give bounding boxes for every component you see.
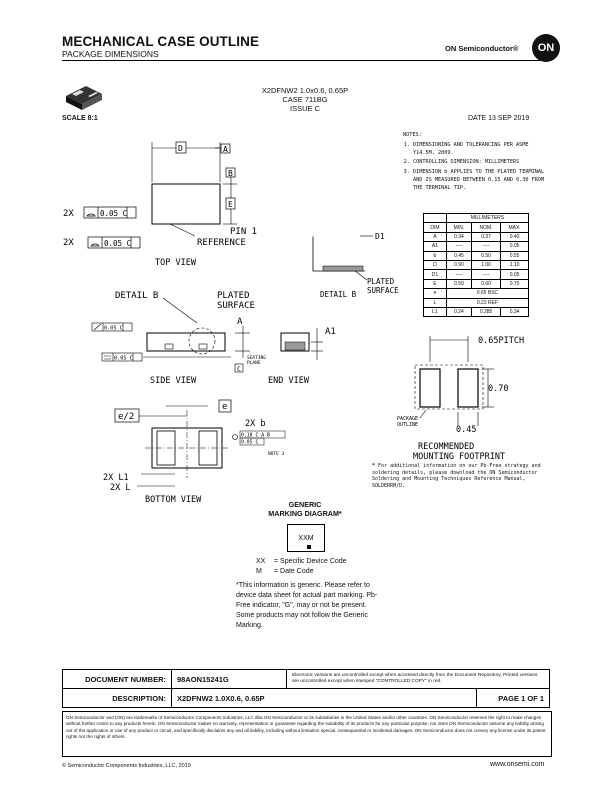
detail-b-callout: DETAIL B [115, 291, 158, 301]
label-a1: A1 [325, 327, 336, 337]
bottom-view-label: BOTTOM VIEW [145, 495, 202, 505]
marking-title: GENERIC MARKING DIAGRAM* [268, 500, 342, 518]
notes-heading: NOTES: [403, 132, 422, 138]
outline-label-1: PACKAGE [397, 416, 418, 422]
fcf-value-2: 0.05 C [104, 239, 131, 248]
legal-text: ON Semiconductor and (ON) are trademarks… [66, 715, 546, 739]
marking-legend: XX= Specific Device Code M= Date Code [256, 558, 347, 575]
package-issue: ISSUE C [289, 104, 320, 113]
bottom-view-drawing: e/2 e 2X b 0.10 C A B 0.05 C NOTE 3 2X L… [103, 399, 286, 505]
fcf-count-2: 2X [63, 238, 74, 248]
label-d: D [178, 144, 183, 153]
position-tolerance-2: 0.05 C [241, 440, 258, 446]
copyright: © Semiconductor Components Industries, L… [62, 763, 191, 769]
label-e: e [222, 402, 227, 412]
plated-side-1: PLATED [217, 291, 250, 301]
width-label: 0.45 [456, 425, 476, 435]
doc-number: 98AON15241G [171, 669, 287, 689]
note-item: DIMENSION b APPLIES TO THE PLATED TERMIN… [413, 169, 553, 192]
table-row: D1--------0.05 [423, 269, 529, 280]
pitch-label: 0.65PITCH [478, 336, 524, 346]
solder-footnote: * For additional information on our Pb-F… [372, 463, 541, 489]
flatness-value: 0.05 C [114, 356, 133, 362]
pin1-dot-icon [307, 545, 311, 549]
fcf-value-1: 0.05 C [100, 209, 127, 218]
height-label: 0.70 [488, 384, 508, 394]
seating-plane-1: SEATING [247, 355, 266, 361]
note-3-ref: NOTE 3 [268, 451, 285, 457]
detail-b-label: DETAIL B [320, 290, 357, 299]
marking-note: *This information is generic. Please ref… [236, 582, 378, 629]
label-e-upper: E [228, 200, 233, 209]
pin1-line2: REFERENCE [197, 238, 246, 248]
package-heading: X2DFNW2 1.0x0.6, 0.65P CASE 711BG ISSUE … [230, 86, 380, 113]
table-header: DIM [423, 222, 447, 233]
date-label: DATE 13 SEP 2019 [468, 115, 530, 122]
top-view-drawing: D A B E 2X 0.05 C 2X 0.05 C PIN 1 REFERE… [63, 141, 257, 268]
top-view-label: TOP VIEW [155, 258, 197, 268]
two-x-l1: 2X L1 [103, 473, 129, 483]
header-rule [62, 60, 548, 61]
description-value: X2DFNW2 1.0X0.6, 0.65P [171, 688, 477, 708]
notes-block: NOTES: DIMENSIONING AND TOLERANCING PER … [403, 132, 553, 195]
two-x-b: 2X b [245, 419, 265, 429]
scale-label: SCALE 8:1 [62, 115, 98, 122]
plated-detail-1: PLATED [367, 277, 395, 286]
table-header: MIN. [445, 222, 473, 233]
on-logo-icon: ON [532, 34, 560, 62]
detail-b-drawing: D1 PLATED SURFACE DETAIL B [312, 232, 399, 299]
datum-a: A [223, 145, 228, 154]
table-header: MAX. [500, 222, 529, 233]
plated-detail-2: SURFACE [367, 286, 399, 295]
end-view-label: END VIEW [268, 376, 310, 386]
seating-plane-2: PLANE [247, 360, 261, 366]
plated-side-2: SURFACE [217, 301, 255, 311]
description-label: DESCRIPTION: [62, 688, 172, 708]
package-name: X2DFNW2 1.0x0.6, 0.65P [261, 86, 349, 95]
pin1-line1: PIN 1 [230, 227, 257, 237]
table-row: A1--------0.05 [423, 241, 529, 252]
page-number: PAGE 1 OF 1 [476, 688, 550, 708]
note-item: DIMENSIONING AND TOLERANCING PER ASME Y1… [413, 142, 553, 158]
side-view-drawing: DETAIL B PLATED SURFACE A 0.05 C 0.05 C … [91, 291, 266, 386]
parallelism-value: 0.05 C [104, 326, 123, 332]
page-subtitle: PACKAGE DIMENSIONS [62, 49, 159, 59]
footprint-drawing: 0.65PITCH 0.70 0.45 PACKAGE OUTLINE RECO… [397, 336, 524, 462]
mechanical-drawings: D A B E 2X 0.05 C 2X 0.05 C PIN 1 REFERE… [63, 141, 399, 505]
datum-b: B [228, 169, 233, 178]
two-x-l: 2X L [110, 483, 130, 493]
note-item: CONTROLLING DIMENSION: MILLIMETERS [413, 159, 553, 167]
position-tolerance-1: 0.10 C A B [241, 433, 270, 439]
outline-label-2: OUTLINE [397, 422, 418, 428]
label-d1: D1 [375, 232, 385, 241]
table-header: NOM. [470, 222, 502, 233]
document-info-table: DOCUMENT NUMBER: 98AON15241G Electronic … [62, 669, 550, 708]
website-link[interactable]: www.onsemi.com [490, 761, 545, 768]
table-group-header: MILLIMETERS [445, 212, 530, 224]
package-case: CASE 711BG [282, 95, 328, 104]
end-view-drawing: A1 END VIEW [268, 327, 336, 386]
brand-name: ON Semiconductor® [445, 44, 519, 53]
page-title: MECHANICAL CASE OUTLINE [62, 34, 260, 49]
doc-number-label: DOCUMENT NUMBER: [62, 669, 172, 689]
label-e-half: e/2 [118, 412, 134, 422]
legal-box [62, 711, 552, 757]
side-view-label: SIDE VIEW [150, 376, 197, 386]
footprint-title-1: RECOMMENDED [418, 442, 474, 452]
electronic-note: Electronic versions are uncontrolled exc… [286, 669, 550, 689]
fcf-count-1: 2X [63, 209, 74, 219]
datum-c: C [237, 365, 241, 373]
package-3d-icon [66, 86, 102, 110]
footprint-title-2: MOUNTING FOOTPRINT [413, 452, 505, 462]
label-a-side: A [237, 317, 243, 327]
marking-diagram-box: XXM [287, 524, 325, 552]
